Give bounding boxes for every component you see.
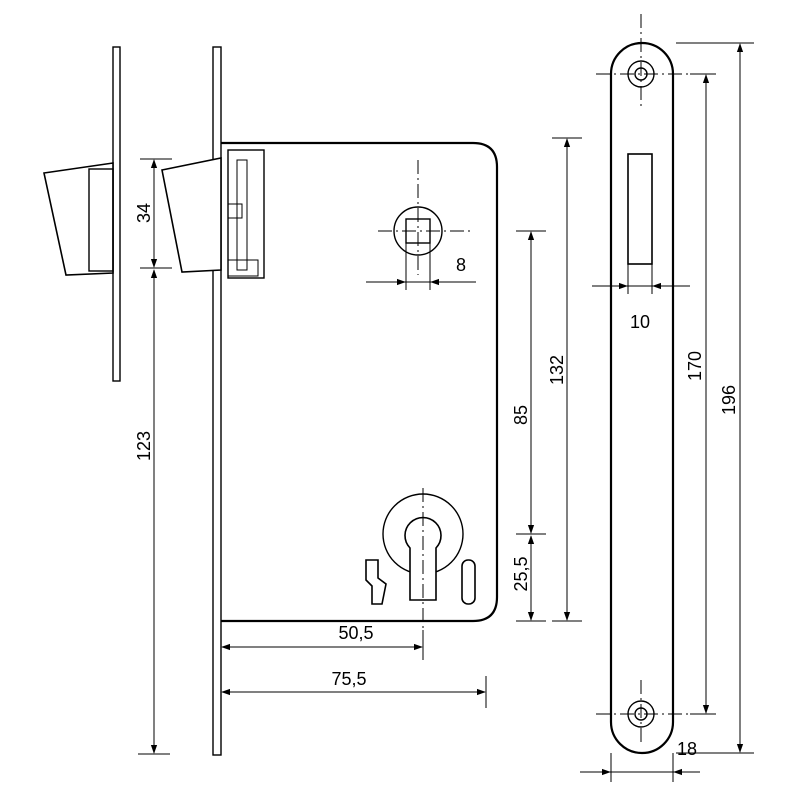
dim-123: 123 — [134, 269, 170, 755]
dim-34-label: 34 — [134, 203, 154, 223]
dim-25-5: 25,5 — [511, 535, 546, 622]
side-latch-bolt — [43, 162, 114, 276]
dim-8-label: 8 — [456, 255, 466, 275]
cylinder-keyhole — [404, 516, 442, 601]
dim-50-5: 50,5 — [221, 623, 424, 660]
dim-85: 85 — [511, 230, 546, 535]
dim-132: 132 — [547, 137, 582, 622]
dim-75-5-label: 75,5 — [331, 669, 366, 689]
dim-18: 18 — [580, 739, 700, 782]
latch-pin — [227, 203, 243, 219]
dim-34: 34 — [134, 158, 172, 269]
side-latch-inner — [88, 168, 114, 272]
latch-bolt — [161, 157, 222, 273]
latch-side-view — [43, 46, 121, 382]
dim-170: 170 — [685, 73, 716, 715]
dim-75-5: 75,5 — [221, 669, 487, 708]
strike-slot — [627, 153, 653, 265]
dim-196: 196 — [676, 42, 754, 754]
dim-123-label: 123 — [134, 431, 154, 461]
lock-body-view — [161, 46, 499, 756]
side-faceplate — [112, 46, 121, 382]
latch-spring — [236, 159, 248, 271]
dim-10: 10 — [592, 264, 690, 332]
dim-10-label: 10 — [630, 312, 650, 332]
dim-18-label: 18 — [677, 739, 697, 759]
front-faceplate — [212, 46, 222, 756]
key-slot-left — [365, 559, 387, 605]
spindle-hub — [393, 206, 443, 256]
lock-case — [221, 141, 499, 623]
key-slot-right — [461, 559, 476, 605]
dim-85-label: 85 — [511, 405, 531, 425]
strike-plate-view — [596, 14, 690, 755]
dim-25-5-label: 25,5 — [511, 556, 531, 591]
dim-132-label: 132 — [547, 355, 567, 385]
strike-plate — [609, 41, 675, 755]
dim-50-5-label: 50,5 — [338, 623, 373, 643]
dim-8: 8 — [366, 243, 476, 290]
latch-foot — [227, 259, 259, 277]
dim-170-label: 170 — [685, 351, 705, 381]
latch-housing — [227, 149, 265, 279]
dim-196-label: 196 — [719, 385, 739, 415]
